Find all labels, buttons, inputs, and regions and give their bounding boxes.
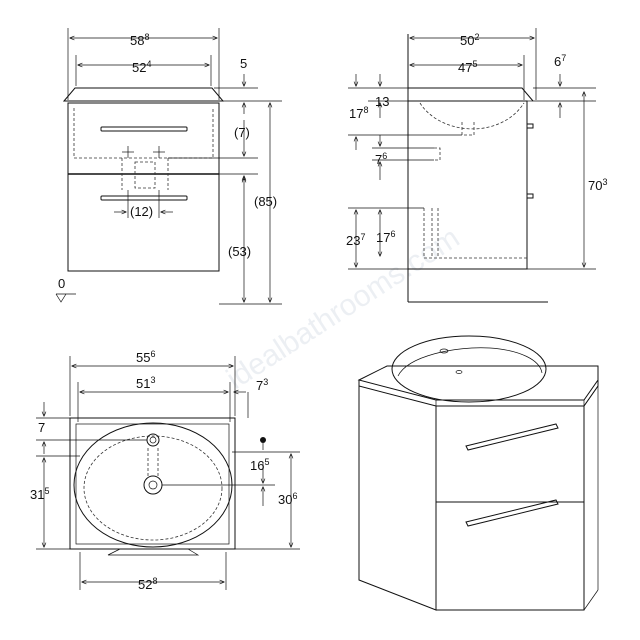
front-view: [55, 87, 225, 303]
plan-handle: [107, 548, 200, 556]
dim-handle-offset: (12): [130, 204, 153, 219]
iso-lower-drawer: [435, 501, 585, 611]
plan-countertop: [69, 417, 236, 550]
dim-waste-offset: 165: [250, 457, 269, 473]
dim-mid-width: 513: [136, 375, 155, 391]
dim-tap-offset: 7: [38, 420, 45, 435]
dim-trap-floor: 237: [346, 232, 365, 248]
dim-drawer-gap: (7): [234, 125, 250, 140]
iso-upper-drawer: [435, 405, 585, 503]
iso-cabinet-side: [358, 386, 437, 611]
dim-left-depth: 315: [30, 486, 49, 502]
side-view: [407, 34, 548, 303]
dim-cabinet-height: 703: [588, 177, 607, 193]
front-dimensions: 588 524 5 (7) (53) (85) (12) 0: [58, 28, 282, 305]
dim-waste-top: 178: [349, 105, 368, 121]
isometric-view: [357, 335, 599, 611]
side-upper-handle: [526, 123, 534, 129]
dim-total-height: (85): [254, 194, 277, 209]
dim-bottom-width: 528: [138, 576, 157, 592]
front-lower-handle: [100, 195, 188, 201]
iso-lower-handle: [465, 499, 559, 527]
dim-waste-step: 76: [375, 151, 387, 167]
dim-right-depth: 306: [278, 491, 297, 507]
side-lower-handle: [526, 193, 534, 199]
dim-trap-height: 176: [376, 229, 395, 245]
side-cabinet-outline: [407, 100, 528, 270]
front-upper-handle: [100, 126, 188, 132]
dim-depth: 502: [460, 32, 479, 48]
dim-overall-width: 588: [130, 32, 149, 48]
plan-dimensions: 556 513 73 7 165 315 306 52: [30, 349, 300, 592]
dim-overhang: 67: [554, 53, 566, 69]
dim-inner-depth: 475: [458, 59, 477, 75]
plan-reference-dot: [260, 437, 266, 443]
dim-basin-top: 5: [240, 56, 247, 71]
front-basin-top: [62, 87, 225, 102]
iso-upper-handle: [465, 423, 559, 451]
dim-lower-height: (53): [228, 244, 251, 259]
side-dimensions: 502 475 67 703 13 178 76 17: [346, 28, 607, 270]
iso-basin: [391, 335, 547, 403]
plan-view: [69, 417, 266, 556]
plan-waste-outlet: [143, 475, 163, 495]
dim-edge-offset: 73: [256, 377, 268, 393]
iso-cabinet-front: [435, 405, 585, 611]
dim-floor-level: 0: [58, 276, 65, 291]
side-basin-top: [407, 87, 534, 102]
watermark: idealbathrooms.com: [221, 221, 466, 396]
dim-inner-width: 524: [132, 59, 151, 75]
dim-top-width: 556: [136, 349, 155, 365]
dim-rim: 13: [375, 94, 389, 109]
front-cabinet-outline: [67, 102, 220, 272]
